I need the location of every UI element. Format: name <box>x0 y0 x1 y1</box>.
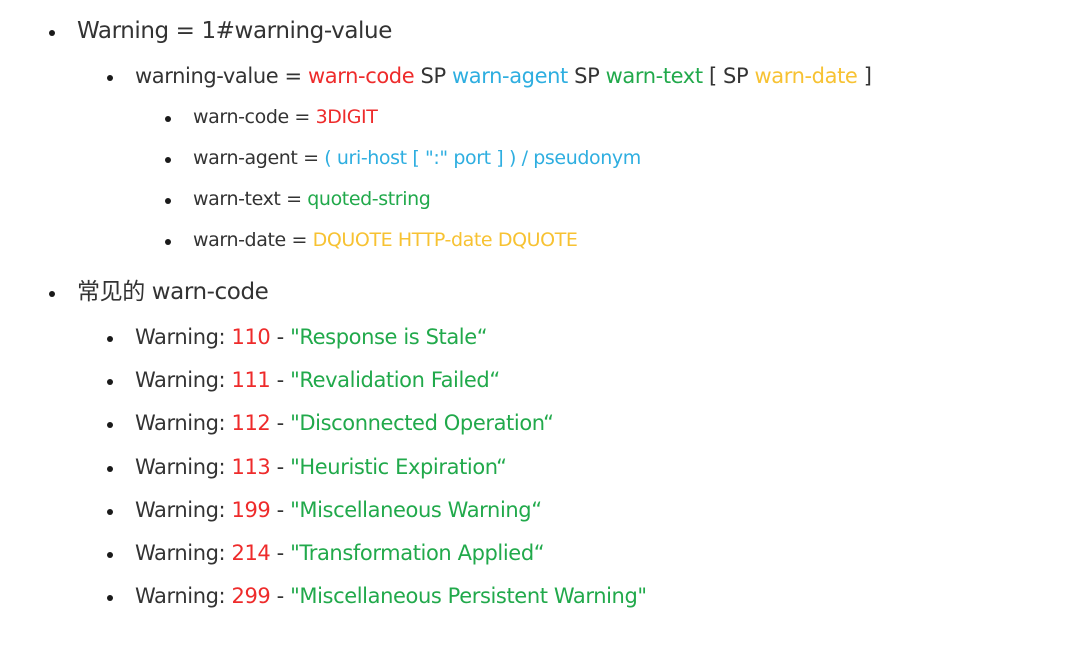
code-sep: - <box>270 325 291 349</box>
warning-heading-text: Warning = 1#warning-value <box>77 18 392 44</box>
warning-code-item: Warning: 110 - "Response is Stale“ <box>135 322 488 352</box>
warning-code-item: Warning: 111 - "Revalidation Failed“ <box>135 365 500 395</box>
code-text: "Disconnected Operation“ <box>290 411 554 435</box>
warning-heading: Warning = 1#warning-value <box>77 16 392 46</box>
rule-lhs: warn-date = <box>193 229 313 251</box>
code-text: "Miscellaneous Persistent Warning" <box>290 584 647 608</box>
rule-rhs: quoted-string <box>307 188 431 210</box>
bullet-icon <box>107 466 113 472</box>
rule-lhs: warn-code = <box>193 106 316 128</box>
warn-date-token: warn-date <box>754 64 858 88</box>
code-text: "Miscellaneous Warning“ <box>290 498 542 522</box>
common-warn-code-heading-text: 常见的 warn-code <box>77 279 269 305</box>
bullet-icon <box>107 509 113 515</box>
bullet-icon <box>49 291 55 297</box>
bullet-icon <box>107 552 113 558</box>
code-prefix: Warning: <box>135 368 232 392</box>
bullet-icon <box>107 75 113 81</box>
warning-code-item: Warning: 112 - "Disconnected Operation“ <box>135 408 554 438</box>
code-sep: - <box>270 455 291 479</box>
rule-rhs: ( uri-host [ ":" port ] ) / pseudonym <box>324 147 641 169</box>
code-number: 110 <box>231 325 271 349</box>
code-prefix: Warning: <box>135 325 232 349</box>
optional-open-token: [ SP <box>702 64 755 88</box>
code-text: "Heuristic Expiration“ <box>290 455 507 479</box>
common-warn-code-heading: 常见的 warn-code <box>77 277 269 307</box>
bullet-icon <box>165 239 171 245</box>
rule-lhs: warn-agent = <box>193 147 325 169</box>
code-prefix: Warning: <box>135 455 232 479</box>
bullet-icon <box>165 116 171 122</box>
code-number: 112 <box>231 411 271 435</box>
code-number: 214 <box>231 541 271 565</box>
bullet-icon <box>49 30 55 36</box>
bullet-icon <box>107 336 113 342</box>
code-text: "Response is Stale“ <box>290 325 488 349</box>
warning-code-item: Warning: 299 - "Miscellaneous Persistent… <box>135 581 647 611</box>
code-number: 113 <box>231 455 271 479</box>
code-sep: - <box>270 368 291 392</box>
warning-code-item: Warning: 113 - "Heuristic Expiration“ <box>135 452 507 482</box>
rule-rhs: 3DIGIT <box>315 106 378 128</box>
sp-token: SP <box>567 64 606 88</box>
code-text: "Revalidation Failed“ <box>290 368 500 392</box>
rule-warn-text: warn-text = quoted-string <box>193 184 431 214</box>
code-sep: - <box>270 584 291 608</box>
code-number: 199 <box>231 498 271 522</box>
code-sep: - <box>270 541 291 565</box>
code-sep: - <box>270 411 291 435</box>
code-number: 111 <box>231 368 271 392</box>
code-number: 299 <box>231 584 271 608</box>
code-sep: - <box>270 498 291 522</box>
code-prefix: Warning: <box>135 584 232 608</box>
code-text: "Transformation Applied“ <box>290 541 545 565</box>
warn-text-token: warn-text <box>605 64 703 88</box>
warn-agent-token: warn-agent <box>452 64 568 88</box>
code-prefix: Warning: <box>135 498 232 522</box>
bullet-icon <box>107 379 113 385</box>
warning-value-lhs: warning-value = <box>135 64 309 88</box>
optional-close-token: ] <box>857 64 872 88</box>
rule-warn-agent: warn-agent = ( uri-host [ ":" port ] ) /… <box>193 143 641 173</box>
rule-warn-date: warn-date = DQUOTE HTTP-date DQUOTE <box>193 225 578 255</box>
warning-code-item: Warning: 214 - "Transformation Applied“ <box>135 538 545 568</box>
bullet-icon <box>107 422 113 428</box>
rule-lhs: warn-text = <box>193 188 308 210</box>
bullet-icon <box>165 198 171 204</box>
code-prefix: Warning: <box>135 541 232 565</box>
bullet-icon <box>107 595 113 601</box>
warn-code-token: warn-code <box>308 64 415 88</box>
code-prefix: Warning: <box>135 411 232 435</box>
bullet-icon <box>165 157 171 163</box>
sp-token: SP <box>414 64 453 88</box>
rule-warn-code: warn-code = 3DIGIT <box>193 102 378 132</box>
warning-value-definition: warning-value = warn-code SP warn-agent … <box>135 61 872 91</box>
rule-rhs: DQUOTE HTTP-date DQUOTE <box>312 229 578 251</box>
warning-code-item: Warning: 199 - "Miscellaneous Warning“ <box>135 495 542 525</box>
